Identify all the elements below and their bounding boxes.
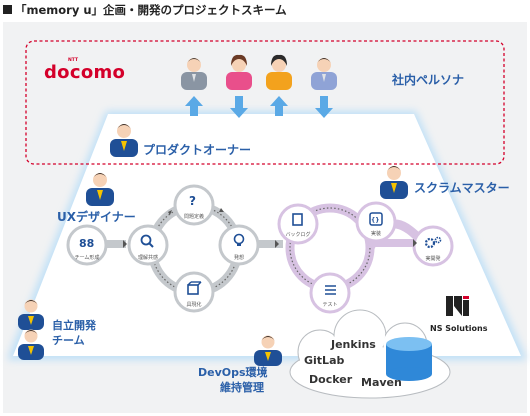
node-test bbox=[309, 272, 351, 314]
tool-gitlab: GitLab bbox=[304, 354, 345, 367]
gears-icon bbox=[424, 237, 436, 249]
question-icon: ? bbox=[189, 194, 196, 208]
ntt-logo-text: NTT bbox=[68, 58, 79, 63]
node-problem-definition: ? bbox=[173, 184, 215, 226]
node-label-practical-dev: 実開発 bbox=[425, 256, 441, 262]
docomo-logo: docomo bbox=[44, 62, 126, 83]
ns-solutions-label: NS Solutions bbox=[430, 324, 488, 333]
node-label-ideation: 発想 bbox=[233, 255, 244, 261]
node-understanding bbox=[127, 224, 169, 266]
node-backlog bbox=[277, 203, 319, 245]
title-bullet-icon bbox=[3, 5, 12, 14]
node-ideation bbox=[218, 224, 260, 266]
arrow-down-icon bbox=[230, 96, 248, 118]
persona-person-4 bbox=[311, 58, 337, 90]
persona-arrows bbox=[185, 96, 333, 118]
node-label-understanding: 理解共感 bbox=[137, 255, 158, 261]
devops-label-line1: DevOps環境 bbox=[198, 366, 268, 379]
flow-arrows bbox=[123, 208, 417, 248]
scrum-master-label: スクラムマスター bbox=[414, 181, 510, 195]
node-label-team-building: チーム形成 bbox=[74, 255, 100, 261]
persona-person-1 bbox=[181, 58, 207, 90]
node-label-backlog: バックログ bbox=[285, 232, 311, 238]
dev-team-label-line1: 自立開発 bbox=[52, 319, 96, 332]
devops-person bbox=[254, 335, 282, 366]
svg-text:{}: {} bbox=[371, 217, 380, 224]
arrow-up-icon bbox=[185, 96, 203, 116]
persona-person-2 bbox=[226, 54, 252, 90]
tool-jenkins: Jenkins bbox=[331, 338, 376, 351]
devops-label-line2: 維持管理 bbox=[220, 381, 264, 394]
persona-person-3 bbox=[266, 54, 292, 90]
scrum-master-person bbox=[380, 166, 408, 199]
ns-solutions-logo-icon bbox=[446, 296, 469, 316]
node-team-building: 88 bbox=[66, 224, 108, 266]
node-implementation: {} bbox=[355, 201, 397, 243]
dev-team-person-2 bbox=[18, 329, 44, 360]
dev-team-person-1 bbox=[18, 299, 44, 330]
node-label-implementation: 実装 bbox=[370, 231, 381, 237]
database-icon bbox=[386, 337, 432, 381]
box-icon bbox=[187, 284, 199, 295]
devops-label: DevOps環境 維持管理 bbox=[198, 365, 268, 395]
dev-team-label: 自立開発 チーム bbox=[52, 318, 96, 348]
node-label-prototyping: 具現化 bbox=[186, 302, 202, 308]
tool-maven: Maven bbox=[361, 376, 402, 389]
ux-designer-person bbox=[86, 173, 114, 206]
dev-team-label-line2: チーム bbox=[52, 334, 85, 347]
title-text: 「memory u」企画・開発のプロジェクトスキーム bbox=[15, 3, 287, 17]
search-icon bbox=[148, 242, 154, 248]
node-label-problem-definition: 問題定義 bbox=[183, 214, 204, 220]
product-owner-label: プロダクトオーナー bbox=[143, 143, 252, 157]
code-icon bbox=[369, 212, 383, 226]
persona-label: 社内ペルソナ bbox=[392, 73, 465, 87]
arrow-up-icon bbox=[270, 96, 288, 116]
product-owner-person bbox=[110, 124, 138, 157]
node-prototyping bbox=[173, 271, 215, 313]
arrow-down-icon bbox=[315, 96, 333, 118]
persona-box bbox=[25, 40, 505, 165]
page-title: 「memory u」企画・開発のプロジェクトスキーム bbox=[3, 2, 287, 18]
document-icon bbox=[292, 213, 303, 226]
node-label-test: テスト bbox=[322, 302, 338, 308]
tool-docker: Docker bbox=[309, 373, 353, 386]
people-group-icon: 88 bbox=[79, 237, 94, 250]
ux-designer-label: UXデザイナー bbox=[57, 210, 136, 224]
